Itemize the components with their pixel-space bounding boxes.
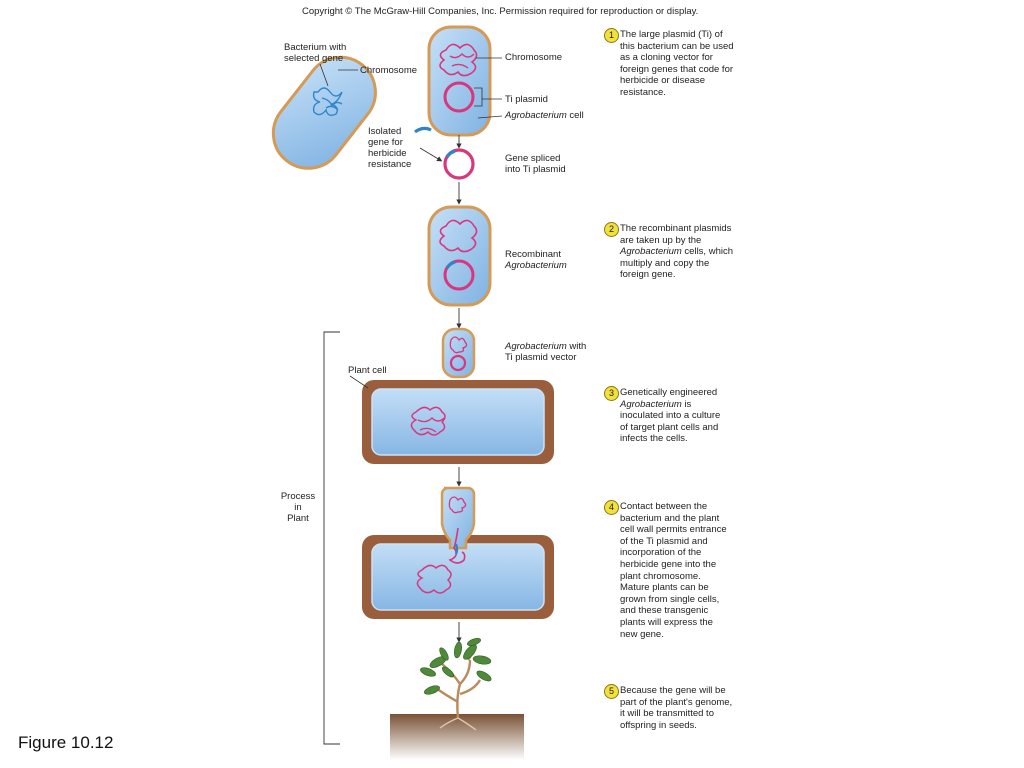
plant-cell-2 [362, 486, 554, 619]
transgenic-plant [390, 638, 524, 760]
gene-spliced-label-2: into Ti plasmid [505, 164, 566, 175]
step-1-badge: 1 [604, 28, 619, 43]
process-label-3: Plant [287, 513, 309, 524]
step-4-badge: 4 [604, 500, 619, 515]
chromosome-label-right: Chromosome [505, 52, 563, 63]
isolated-gene-label-1: Isolated [368, 126, 402, 137]
step-5-badge: 5 [604, 684, 619, 699]
process-label-1: Process [280, 491, 316, 502]
bacterium-label-line1: Bacterium with [284, 42, 347, 53]
step-2-badge: 2 [604, 222, 619, 237]
recombinant-agrobacterium [427, 205, 492, 307]
plant-cell-label: Plant cell [348, 365, 387, 376]
step-3-badge: 3 [604, 386, 619, 401]
figure-label: Figure 10.12 [18, 733, 114, 752]
isolated-gene-label-4: resistance [368, 159, 412, 170]
ti-plasmid-label: Ti plasmid [505, 94, 548, 105]
agro-vector-label-1: Agrobacterium with [505, 341, 587, 352]
process-label-2: in [294, 502, 302, 513]
isolated-gene-label-2: gene for [368, 137, 403, 148]
donor-chromosome [312, 87, 343, 117]
copyright-notice: Copyright © The McGraw-Hill Companies, I… [302, 6, 699, 17]
plant-cell-1 [362, 380, 554, 464]
isolated-gene-label-3: herbicide [368, 148, 407, 159]
chromosome-label-left: Chromosome [360, 65, 418, 76]
bacterium-label-line2: selected gene [284, 53, 344, 64]
gene-spliced-label-1: Gene spliced [505, 153, 561, 164]
agro-vector-label-2: Ti plasmid vector [505, 352, 577, 363]
small-agrobacterium [441, 327, 476, 379]
agrobacterium-cell-label: Agrobacterium cell [505, 110, 584, 121]
agrobacterium-cell [427, 25, 492, 137]
spliced-plasmid [443, 148, 475, 180]
recombinant-label-2: Agrobacterium [505, 260, 567, 271]
recombinant-label-1: Recombinant [505, 249, 561, 260]
